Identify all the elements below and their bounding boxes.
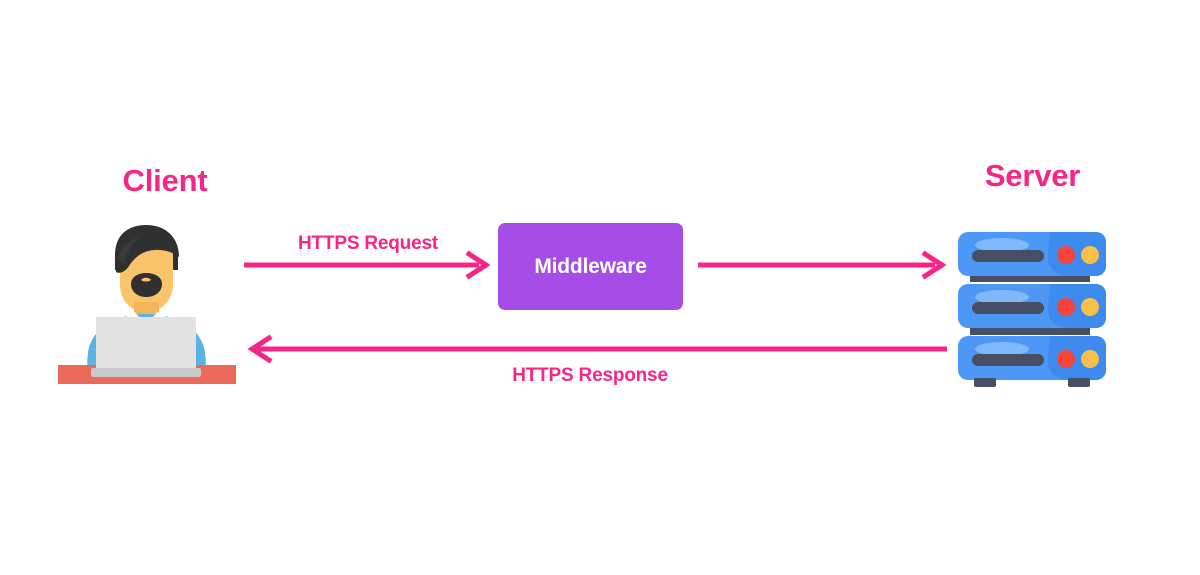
- https-request-label: HTTPS Request: [298, 233, 438, 254]
- https-response-arrow: [247, 334, 947, 364]
- client-title: Client: [122, 163, 208, 198]
- https-request-arrow: [244, 250, 491, 280]
- middleware-to-server-arrow: [698, 250, 947, 280]
- middleware-label: Middleware: [534, 254, 647, 278]
- https-response-label: HTTPS Response: [512, 365, 668, 386]
- server-rack-icon: [950, 222, 1120, 392]
- server-title: Server: [984, 158, 1081, 193]
- server-unit-2: [958, 284, 1106, 328]
- client-person-icon: [58, 222, 243, 392]
- server-unit-3: [958, 336, 1106, 387]
- server-unit-1: [958, 232, 1106, 276]
- middleware-box[interactable]: Middleware: [498, 223, 683, 310]
